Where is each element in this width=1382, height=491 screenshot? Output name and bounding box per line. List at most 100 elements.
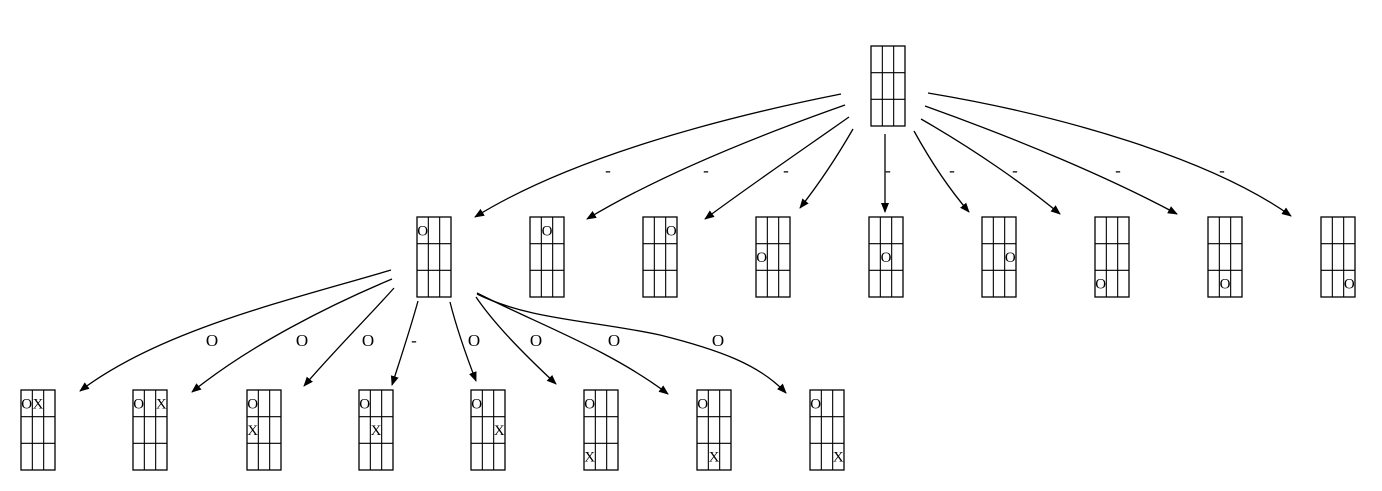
x-mark: X	[371, 423, 382, 439]
edge-L1-0-to-L2-5: O	[475, 296, 557, 385]
board-frame	[1207, 216, 1243, 298]
o-mark: O	[881, 250, 892, 266]
o-mark: O	[1095, 277, 1106, 293]
edge-arrow	[475, 296, 557, 385]
edge-label: O	[296, 331, 308, 350]
edge-arrow	[927, 92, 1292, 217]
edge-L1-0-to-L2-4: O	[449, 301, 480, 382]
board-frame	[981, 216, 1017, 298]
x-mark: X	[709, 450, 720, 466]
edge-label: -	[1219, 161, 1225, 180]
edge-label: -	[783, 161, 789, 180]
board-frame	[470, 389, 506, 471]
edge-L1-0-to-L2-3: -	[390, 300, 419, 386]
edge-arrow	[303, 287, 395, 387]
edge-root-to-L1-4: -	[881, 134, 891, 213]
edge-root-to-L1-0	[474, 93, 842, 218]
edge-label: -	[885, 161, 891, 180]
edge-root-to-L1-3: -	[783, 128, 854, 209]
edge-root-to-L1-8: -	[927, 92, 1292, 217]
edge-L1-0-to-L2-1: O	[191, 278, 393, 393]
edge-arrow	[476, 293, 787, 394]
edge-label: O	[530, 331, 542, 350]
o-mark: O	[756, 250, 767, 266]
o-mark: O	[666, 223, 677, 239]
edge-label: -	[605, 161, 611, 180]
board-L1-1: O	[529, 216, 565, 298]
board-L1-2: O	[642, 216, 678, 298]
board-frame	[868, 216, 904, 298]
edge-root-to-L1-1: -	[586, 104, 846, 220]
edge-root-to-L1-5: -	[913, 130, 970, 213]
o-mark: O	[417, 223, 428, 239]
edge-label: O	[362, 331, 374, 350]
board-frame	[755, 216, 791, 298]
o-mark: O	[584, 396, 595, 412]
board-L1-7: O	[1207, 216, 1243, 298]
edge-arrow	[920, 118, 1061, 215]
edge-arrow	[913, 130, 970, 213]
edge-L1-0-to-L2-2: O	[303, 287, 395, 387]
edge-L1-0-to-L2-6: O	[476, 292, 669, 395]
board-L1-0: O	[416, 216, 452, 298]
edge-root-to-L1-6: -	[920, 118, 1061, 215]
o-mark: O	[133, 396, 144, 412]
board-L1-4: O	[868, 216, 904, 298]
edge-label: -	[703, 161, 709, 180]
board-frame	[132, 389, 168, 471]
o-mark: O	[359, 396, 370, 412]
edges-layer: - - - - - - - - O O O - O O O O	[79, 92, 1292, 395]
board-root	[870, 45, 906, 127]
board-frame	[1320, 216, 1356, 298]
edge-root-to-L1-2: -	[703, 116, 850, 220]
o-mark: O	[471, 396, 482, 412]
board-frame	[696, 389, 732, 471]
board-frame	[416, 216, 452, 298]
x-mark: X	[833, 450, 844, 466]
board-frame	[583, 389, 619, 471]
board-L1-3: O	[755, 216, 791, 298]
board-frame	[246, 389, 282, 471]
edge-label: -	[411, 331, 417, 350]
edge-arrow	[191, 278, 393, 393]
edge-root-to-L1-7: -	[924, 105, 1178, 215]
x-mark: X	[494, 423, 505, 439]
x-mark: X	[247, 423, 258, 439]
board-frame	[870, 45, 906, 127]
edge-arrow	[79, 269, 392, 392]
edge-arrow	[390, 300, 419, 386]
edge-label: -	[1012, 161, 1018, 180]
edge-label: O	[608, 331, 620, 350]
board-frame	[642, 216, 678, 298]
board-frame	[358, 389, 394, 471]
x-mark: X	[33, 396, 44, 412]
o-mark: O	[1005, 250, 1016, 266]
board-L1-6: O	[1094, 216, 1130, 298]
board-L2-7: OX	[809, 389, 845, 471]
edge-label: O	[468, 331, 480, 350]
edge-L1-0-to-L2-7: O	[476, 293, 787, 394]
o-mark: O	[247, 396, 258, 412]
board-L2-5: OX	[583, 389, 619, 471]
edge-arrow	[704, 116, 850, 220]
edge-arrow	[474, 93, 842, 218]
edge-label: -	[949, 161, 955, 180]
o-mark: O	[697, 396, 708, 412]
board-L2-6: OX	[696, 389, 732, 471]
board-frame	[529, 216, 565, 298]
edge-L1-0-to-L2-0: O	[79, 269, 392, 392]
o-mark: O	[1220, 277, 1231, 293]
board-L1-8: O	[1320, 216, 1356, 298]
edge-label: O	[712, 331, 724, 350]
edge-arrow	[449, 301, 477, 382]
edge-arrow	[476, 292, 669, 395]
edge-label: O	[206, 331, 218, 350]
board-L2-4: OX	[470, 389, 506, 471]
edge-label: -	[1115, 161, 1121, 180]
board-L2-2: OX	[246, 389, 282, 471]
edge-arrow	[799, 128, 854, 209]
x-mark: X	[156, 396, 167, 412]
